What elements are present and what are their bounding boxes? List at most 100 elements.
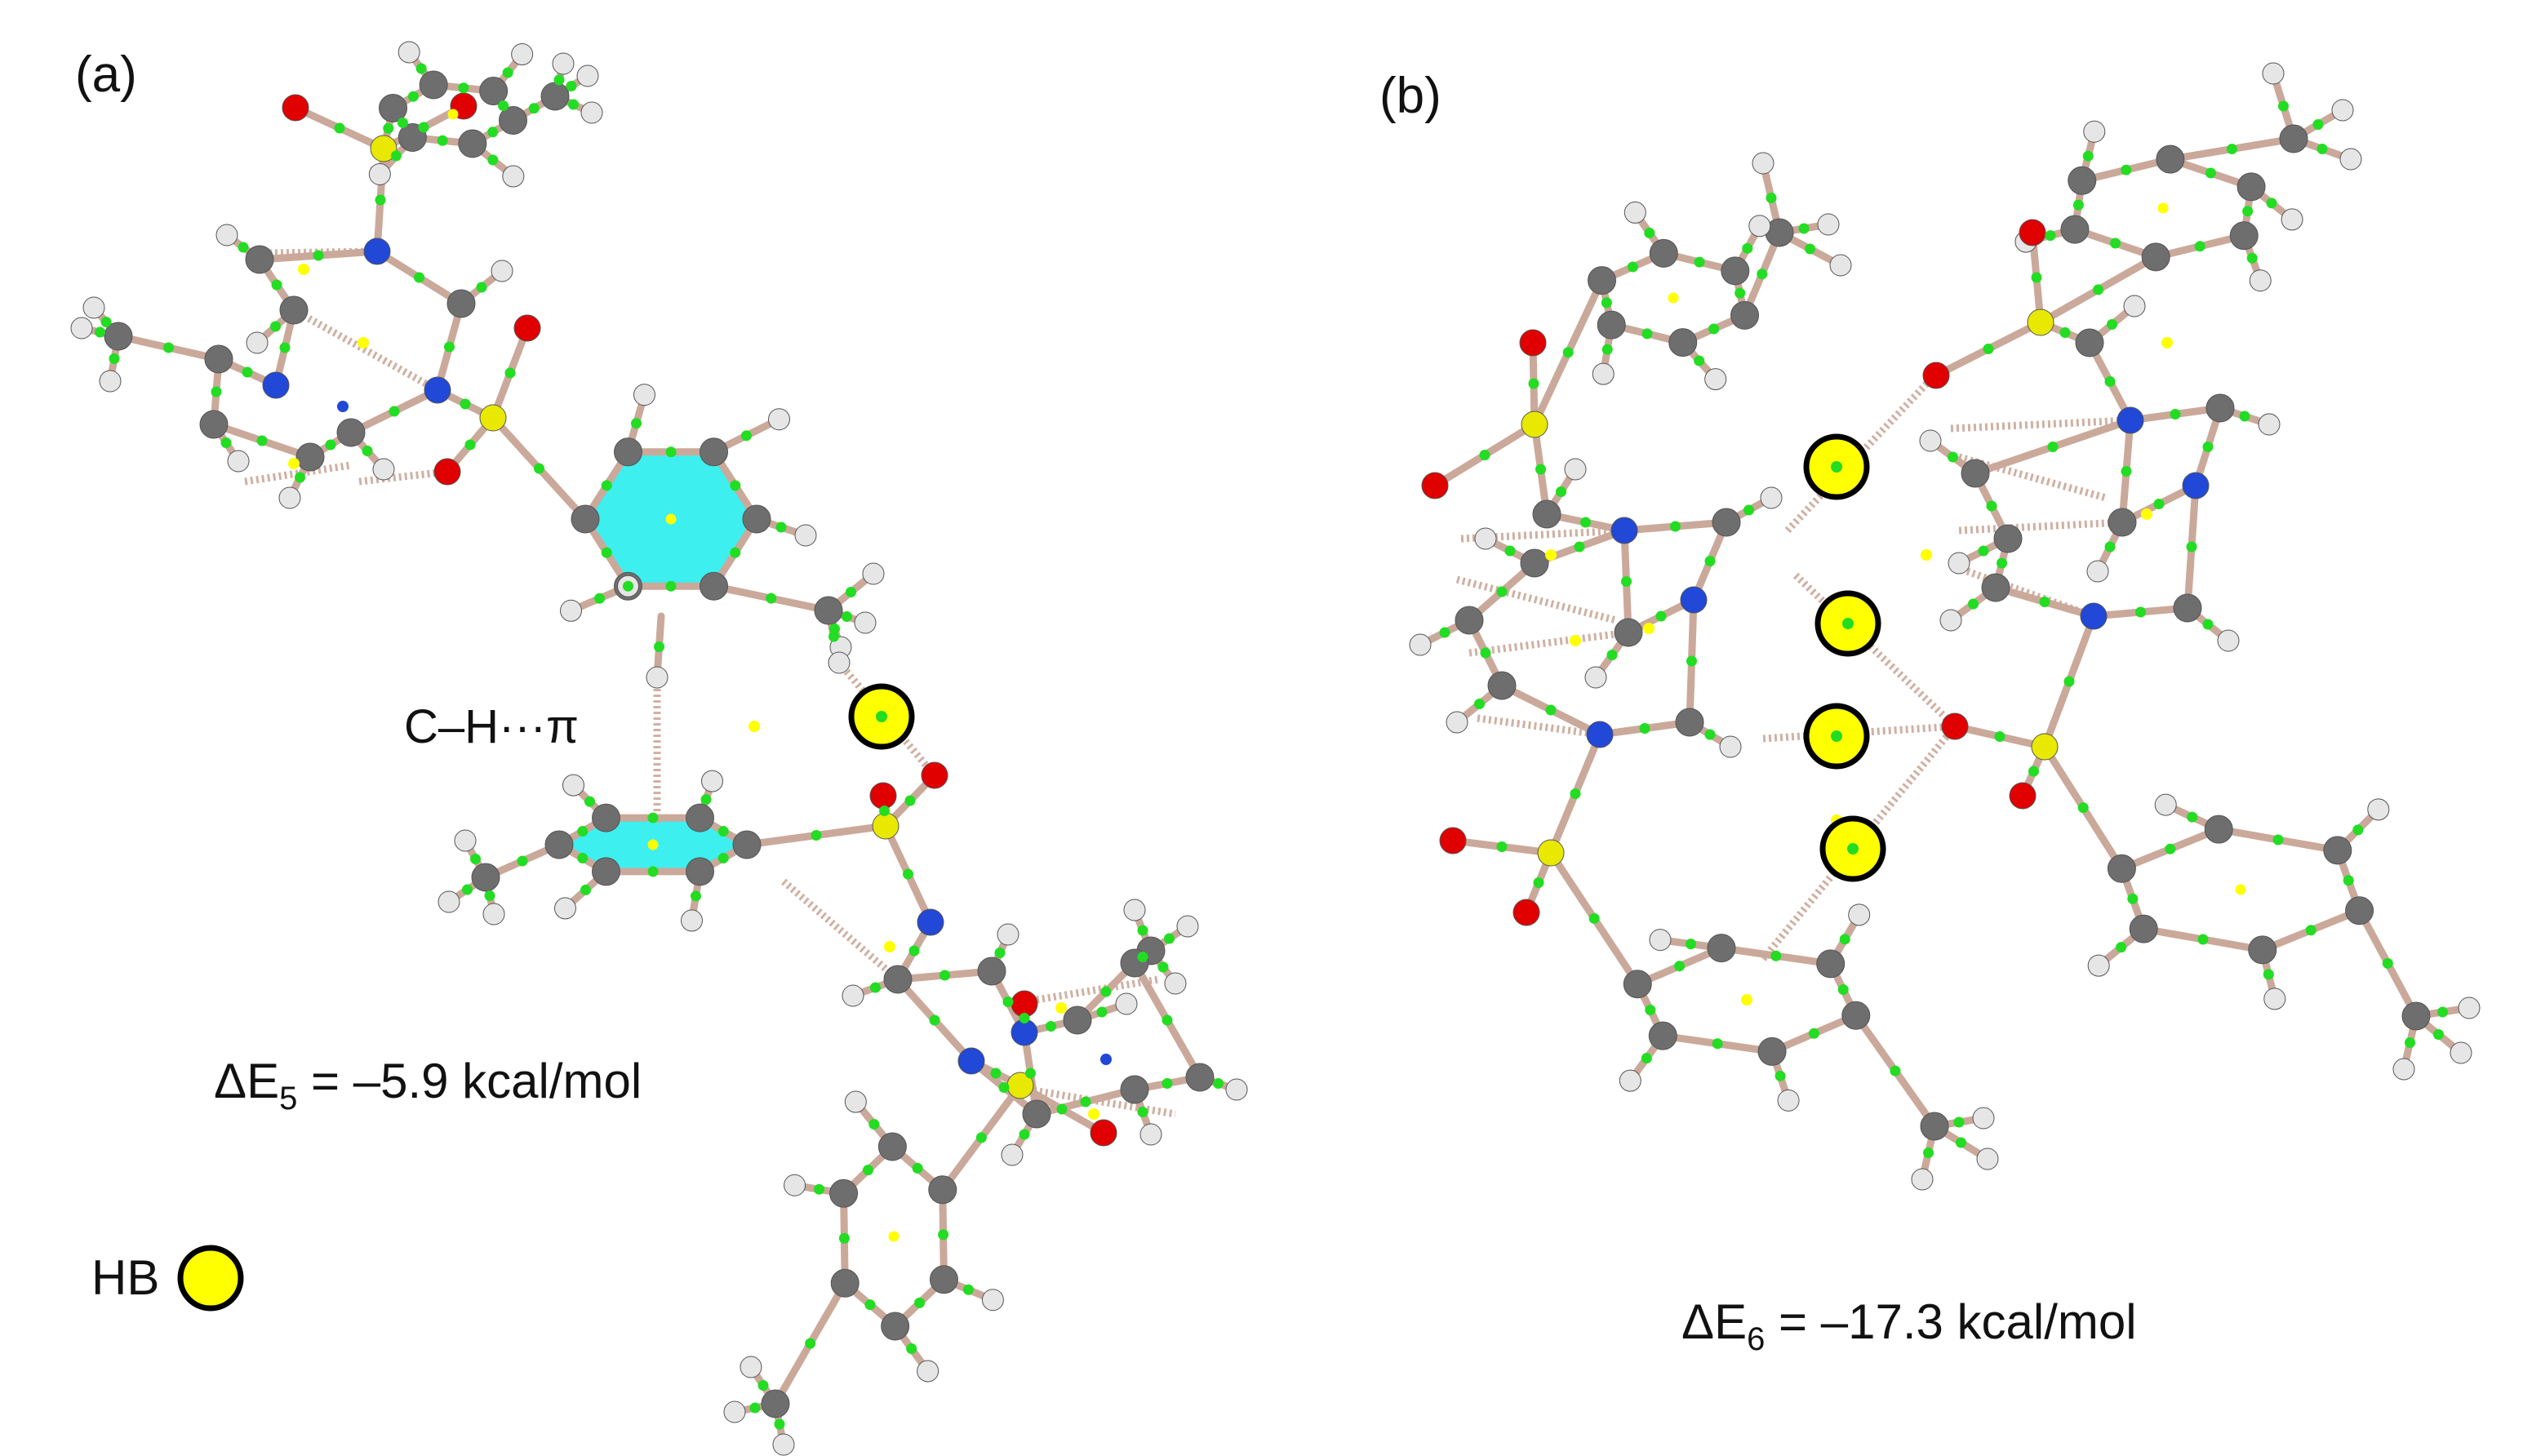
carbon-atom [929, 1265, 958, 1294]
bond-critical-point [665, 580, 677, 592]
bond-critical-point [584, 796, 595, 807]
bond-critical-point [2072, 199, 2084, 211]
nitrogen-atom [363, 237, 391, 265]
hydrogen-atom [482, 903, 505, 926]
hydrogen-atom [2123, 295, 2146, 317]
ring-critical-point [1668, 292, 1679, 304]
hydrogen-atom [740, 1356, 762, 1378]
carbon-atom [1487, 671, 1517, 700]
oxygen-atom [2009, 782, 2037, 810]
carbon-atom [2108, 508, 2137, 537]
bond-critical-point [906, 1343, 917, 1354]
bond-critical-point [577, 826, 589, 837]
bond-critical-point [647, 866, 659, 877]
bond-critical-point [1956, 1137, 1966, 1148]
critical-point [1088, 1108, 1099, 1120]
hydrogen-atom [2086, 560, 2109, 583]
carbon-atom [378, 93, 407, 122]
bond-critical-point [749, 1402, 761, 1414]
hydrogen-atom [854, 611, 877, 634]
oxygen-atom [433, 458, 461, 486]
bond-critical-point [730, 480, 741, 491]
bond-critical-point [476, 282, 487, 293]
oxygen-atom [1090, 1119, 1117, 1147]
hydrogen-atom [1584, 666, 1607, 689]
bond-critical-point [1162, 1078, 1173, 1089]
carbon-atom [700, 571, 728, 601]
carbon-atom [2205, 393, 2235, 423]
carbon-atom [732, 830, 762, 859]
bond-critical-point [460, 398, 471, 410]
noncovalent-contact [1950, 416, 2131, 433]
critical-point [1545, 549, 1557, 561]
carbon-atom [2129, 914, 2158, 943]
bond-critical-point [1735, 287, 1746, 299]
noncovalent-contact [1455, 575, 1618, 624]
critical-point-layer [95, 63, 1224, 1430]
carbon-atom [2204, 815, 2233, 844]
carbon-atom [2248, 935, 2277, 965]
bond-critical-point [1890, 1065, 1901, 1076]
bond-critical-point [601, 547, 612, 558]
oxygen-atom [2019, 219, 2046, 246]
bond-critical-point [691, 890, 701, 902]
bond-critical-point [1655, 610, 1667, 622]
carbon-atom [700, 437, 728, 467]
hydrogen-atom [997, 923, 1019, 946]
hydrogen-atom [1474, 527, 1497, 550]
carbon-atom [544, 830, 574, 859]
hydrogen-atom [1948, 552, 1970, 575]
bond-critical-point [1805, 243, 1815, 255]
bond-critical-point [1704, 729, 1716, 740]
bond-critical-point [2246, 252, 2258, 264]
bond-critical-point [242, 366, 253, 378]
bond-critical-point [211, 386, 222, 397]
bond-critical-point [444, 341, 455, 353]
bond-critical-point [811, 830, 822, 841]
bond-critical-point [1137, 952, 1148, 962]
bond-critical-point [484, 890, 495, 901]
bond-critical-point [1606, 650, 1618, 660]
hydrogen-atom [2154, 793, 2177, 816]
hydrogen-atom [917, 1360, 939, 1383]
bond-critical-point [256, 435, 268, 446]
bond-critical-point [577, 852, 589, 863]
energy-label-a: ΔE5 = –5.9 kcal/mol [214, 1054, 642, 1116]
hydrogen-atom [1848, 903, 1871, 926]
carbon-atom [614, 437, 642, 467]
bond-critical-point [1674, 961, 1686, 972]
bond-critical-point [975, 1132, 987, 1143]
bond-critical-point [2202, 619, 2214, 630]
bond-critical-point [2093, 284, 2104, 295]
energy-b-subscript: 6 [1747, 1321, 1765, 1357]
hydrogen-atom [646, 666, 669, 689]
nitrogen-atom [2182, 472, 2210, 499]
panel-b-label: (b) [1379, 68, 1441, 124]
carbon-atom [2075, 328, 2104, 357]
hydrogen-atom [560, 599, 582, 622]
bond-critical-point [700, 794, 712, 806]
hydrogen-atom [701, 770, 723, 792]
carbon-atom [1841, 1001, 1871, 1030]
ring-critical-point [665, 513, 677, 525]
bond-critical-point [1953, 1116, 1965, 1128]
hydrogen-atom [844, 1090, 867, 1113]
carbon-atom [471, 863, 500, 892]
energy-b-value: = –17.3 kcal/mol [1765, 1294, 2136, 1349]
bond-critical-point [2194, 241, 2205, 252]
bond-critical-point [504, 367, 516, 379]
ring-critical-point [447, 109, 459, 120]
bond-critical-point [279, 342, 291, 353]
bond-critical-point [2197, 934, 2209, 945]
hb-critical-point [1842, 618, 1854, 629]
bond-critical-point [1621, 576, 1632, 587]
bond-critical-point [1983, 344, 1994, 354]
bond-critical-point [914, 1297, 926, 1308]
critical-point [1741, 994, 1752, 1005]
carbon-atom [686, 857, 714, 886]
bond-critical-point [623, 580, 633, 592]
carbon-atom [499, 106, 528, 135]
bond-critical-point [1025, 1068, 1036, 1079]
bond-critical-point [846, 587, 856, 597]
carbon-atom [1707, 934, 1736, 963]
